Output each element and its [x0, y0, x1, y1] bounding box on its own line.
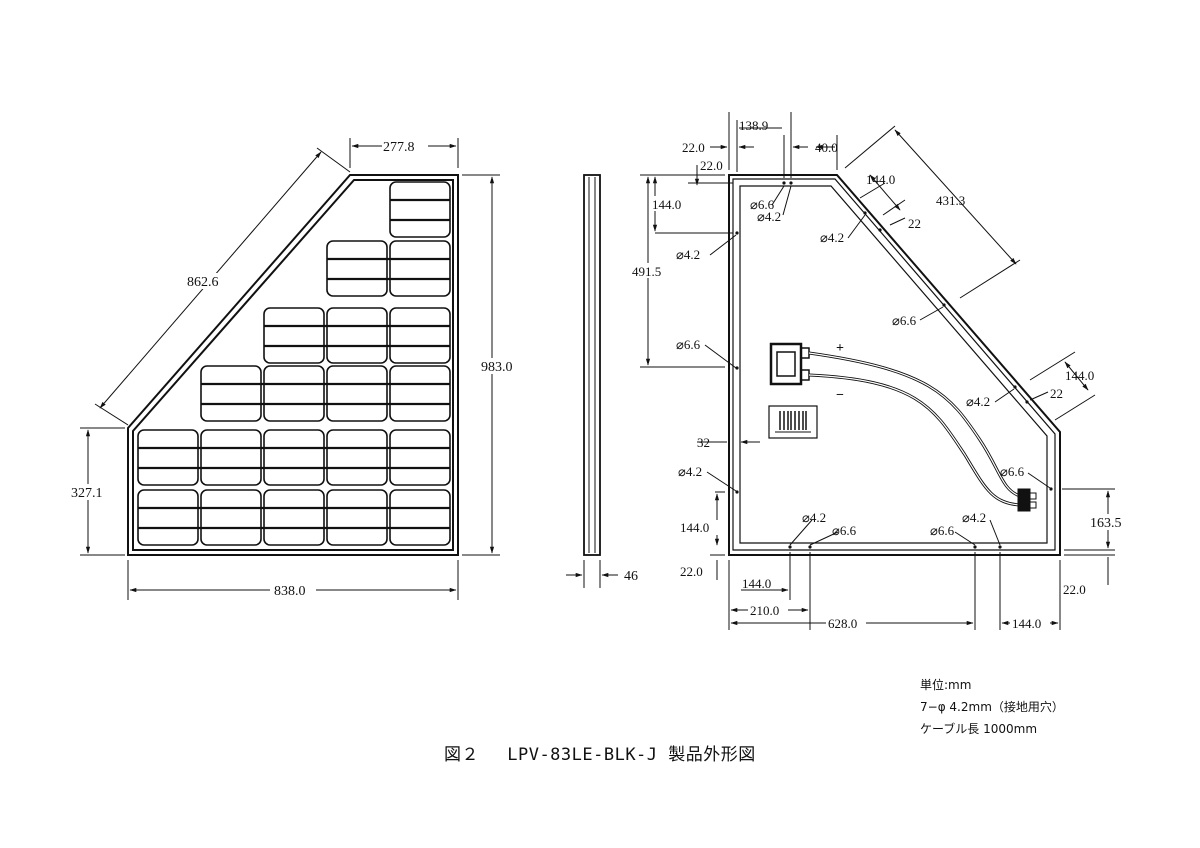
back-dimension-labels: 22.0 138.9 40.0 22.0 144.0 491.5 144.0 4… — [631, 118, 1130, 631]
dim-top-offset-left: 22.0 — [682, 140, 705, 155]
dim-144-bottom-left: 144.0 — [680, 520, 709, 535]
dim-thickness: 46 — [624, 569, 638, 584]
back-frame-inner — [739, 185, 1048, 544]
hole-label: ⌀6.6 — [832, 523, 857, 538]
dim-40: 40.0 — [815, 140, 838, 155]
dim-144-bottom-right: 144.0 — [1012, 616, 1041, 631]
dim-144-top-left: 144.0 — [652, 197, 681, 212]
dim-slant: 862.6 — [187, 275, 219, 290]
junction-box — [769, 342, 803, 386]
dim-144-right: 144.0 — [1065, 368, 1094, 383]
hole-label: ⌀6.6 — [1000, 464, 1025, 479]
dim-32: 32 — [697, 435, 710, 450]
unit-note: 単位:mm — [920, 678, 972, 692]
hole-label: ⌀6.6 — [676, 337, 701, 352]
mounting-holes — [735, 181, 1053, 549]
cable-note: ケーブル長 1000mm — [920, 722, 1038, 736]
hole-label: ⌀4.2 — [802, 510, 826, 525]
dim-left-height: 327.1 — [71, 486, 103, 501]
dim-210: 210.0 — [750, 603, 779, 618]
solar-cells — [137, 181, 451, 546]
dim-22-right: 22 — [1050, 386, 1063, 401]
dim-144-slant-top: 144.0 — [866, 172, 895, 187]
back-dimensions — [640, 112, 1115, 630]
bus-bars — [138, 198, 450, 530]
figure-caption: 図２ LPV-83LE-BLK-J 製品外形図 — [444, 745, 756, 765]
dim-22-bottom-right: 22.0 — [1063, 582, 1086, 597]
plus-sign: + — [836, 341, 844, 356]
connector — [1017, 488, 1031, 512]
dim-491-5: 491.5 — [632, 264, 661, 279]
dim-431-3: 431.3 — [936, 193, 965, 208]
dim-628: 628.0 — [828, 616, 857, 631]
front-dimensions — [80, 138, 500, 600]
back-view — [728, 174, 1061, 556]
front-frame-outer — [127, 174, 459, 556]
dim-top-offset-inner: 22.0 — [700, 158, 723, 173]
dim-22-slant-top: 22 — [908, 216, 921, 231]
holes-note: 7−φ 4.2mm（接地用穴） — [920, 700, 1064, 714]
dim-bottom-width: 838.0 — [274, 584, 306, 599]
side-view — [566, 174, 618, 588]
hole-label: ⌀4.2 — [757, 209, 781, 224]
hole-label: ⌀4.2 — [676, 247, 700, 262]
cable-positive — [808, 351, 1021, 498]
dim-height: 983.0 — [481, 360, 513, 375]
hole-label: ⌀4.2 — [962, 510, 986, 525]
hole-label: ⌀6.6 — [892, 313, 917, 328]
hole-label: ⌀6.6 — [930, 523, 955, 538]
dim-top-width: 277.8 — [383, 140, 415, 155]
minus-sign: − — [836, 388, 844, 403]
dim-144-bottom: 144.0 — [742, 576, 771, 591]
hole-label: ⌀4.2 — [820, 230, 844, 245]
hole-label: ⌀6.6 — [750, 197, 775, 212]
dim-138: 138.9 — [739, 118, 768, 133]
front-view — [127, 174, 459, 556]
dim-163-5: 163.5 — [1090, 516, 1122, 531]
barcode-label — [768, 405, 818, 439]
front-frame-inner — [132, 179, 454, 551]
back-frame-mid — [732, 178, 1056, 551]
back-frame-outer — [728, 174, 1061, 556]
hole-label: ⌀4.2 — [966, 394, 990, 409]
dim-22-bottom-left: 22.0 — [680, 564, 703, 579]
hole-label: ⌀4.2 — [678, 464, 702, 479]
front-dimension-labels: 277.8 862.6 983.0 327.1 838.0 — [70, 138, 520, 599]
